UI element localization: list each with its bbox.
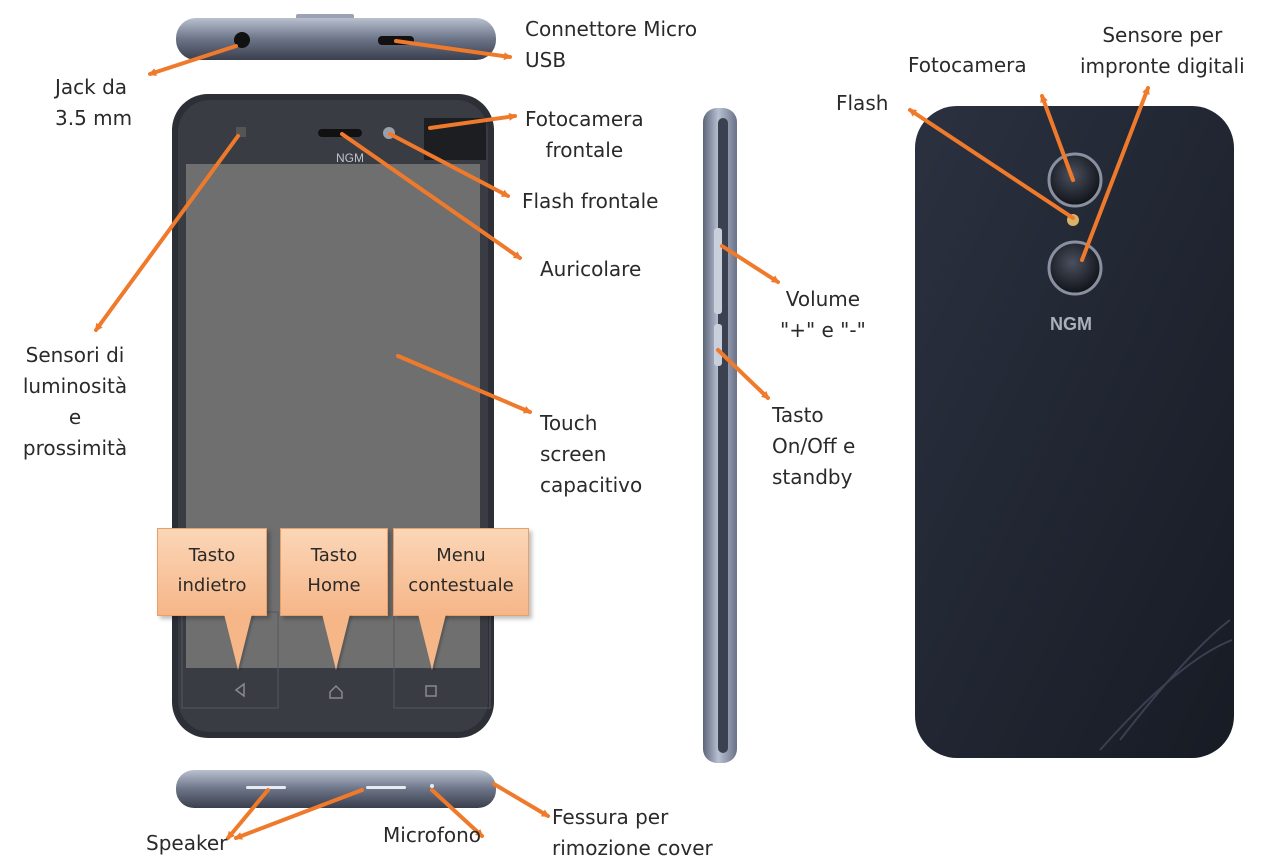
phone-back-view: NGM [915, 106, 1234, 758]
label-rear-flash: Flash [836, 91, 889, 115]
label-front-flash: Flash frontale [522, 189, 659, 213]
phone-bottom-edge [176, 770, 496, 808]
label-microphone: Microfono [383, 823, 482, 847]
phone-top-edge [176, 14, 496, 60]
label-rear-camera: Fotocamera [908, 53, 1027, 77]
phone-side-view [703, 108, 737, 763]
power-button [714, 324, 722, 366]
speaker-grille-left [246, 786, 286, 789]
headphone-jack-hole [234, 32, 250, 48]
callout-back-tail [224, 614, 252, 670]
label-speaker: Speaker [146, 831, 228, 855]
microphone-hole [430, 784, 434, 788]
back-key-icon [234, 682, 245, 698]
leader-lines [94, 39, 1150, 840]
callout-home-tail [322, 614, 350, 670]
home-key-icon [329, 684, 343, 699]
label-earpiece: Auricolare [540, 257, 642, 281]
menu-key-icon [425, 685, 437, 697]
fingerprint-sensor [1047, 240, 1103, 296]
volume-rocker [714, 228, 722, 314]
speaker-grille-right [366, 786, 406, 789]
light-sensor-dot [236, 127, 246, 137]
callout-menu-tail [418, 614, 446, 670]
front-brand-logo: NGM [336, 151, 364, 165]
back-brand-logo: NGM [1050, 314, 1092, 334]
label-volume: Volume"+" e "-" [780, 287, 866, 342]
earpiece-grille [318, 129, 362, 137]
